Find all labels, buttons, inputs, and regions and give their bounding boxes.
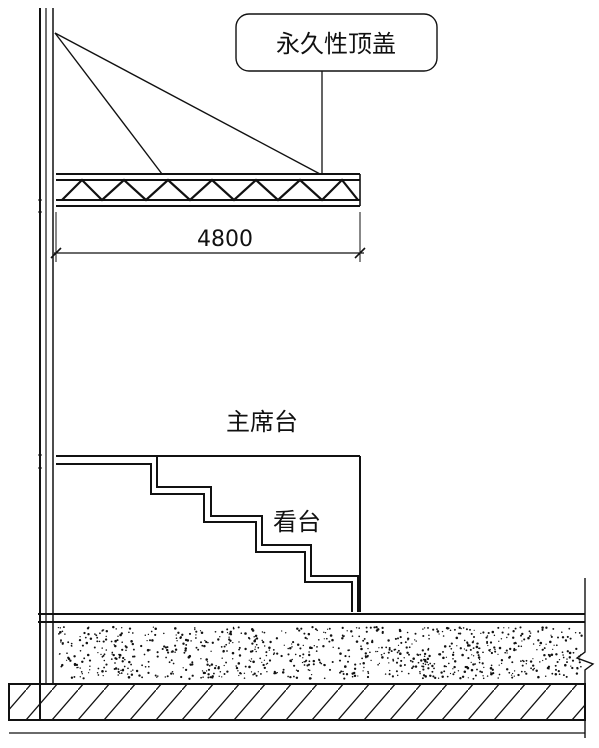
roof-truss	[56, 173, 361, 207]
stand-label: 看台	[273, 508, 321, 536]
dimension-line	[50, 212, 366, 262]
hatched-foundation	[8, 683, 586, 721]
stand-structure	[56, 455, 361, 612]
dimension-label: 4800	[197, 227, 253, 252]
roof-callout-label: 永久性顶盖	[276, 30, 396, 58]
ground-slab	[38, 613, 585, 623]
column	[38, 8, 54, 720]
gravel-layer	[57, 625, 583, 680]
main-stand-label: 主席台	[226, 408, 298, 436]
roof-cables	[54, 32, 321, 175]
roof-callout-box	[235, 13, 438, 72]
break-line	[575, 578, 595, 738]
